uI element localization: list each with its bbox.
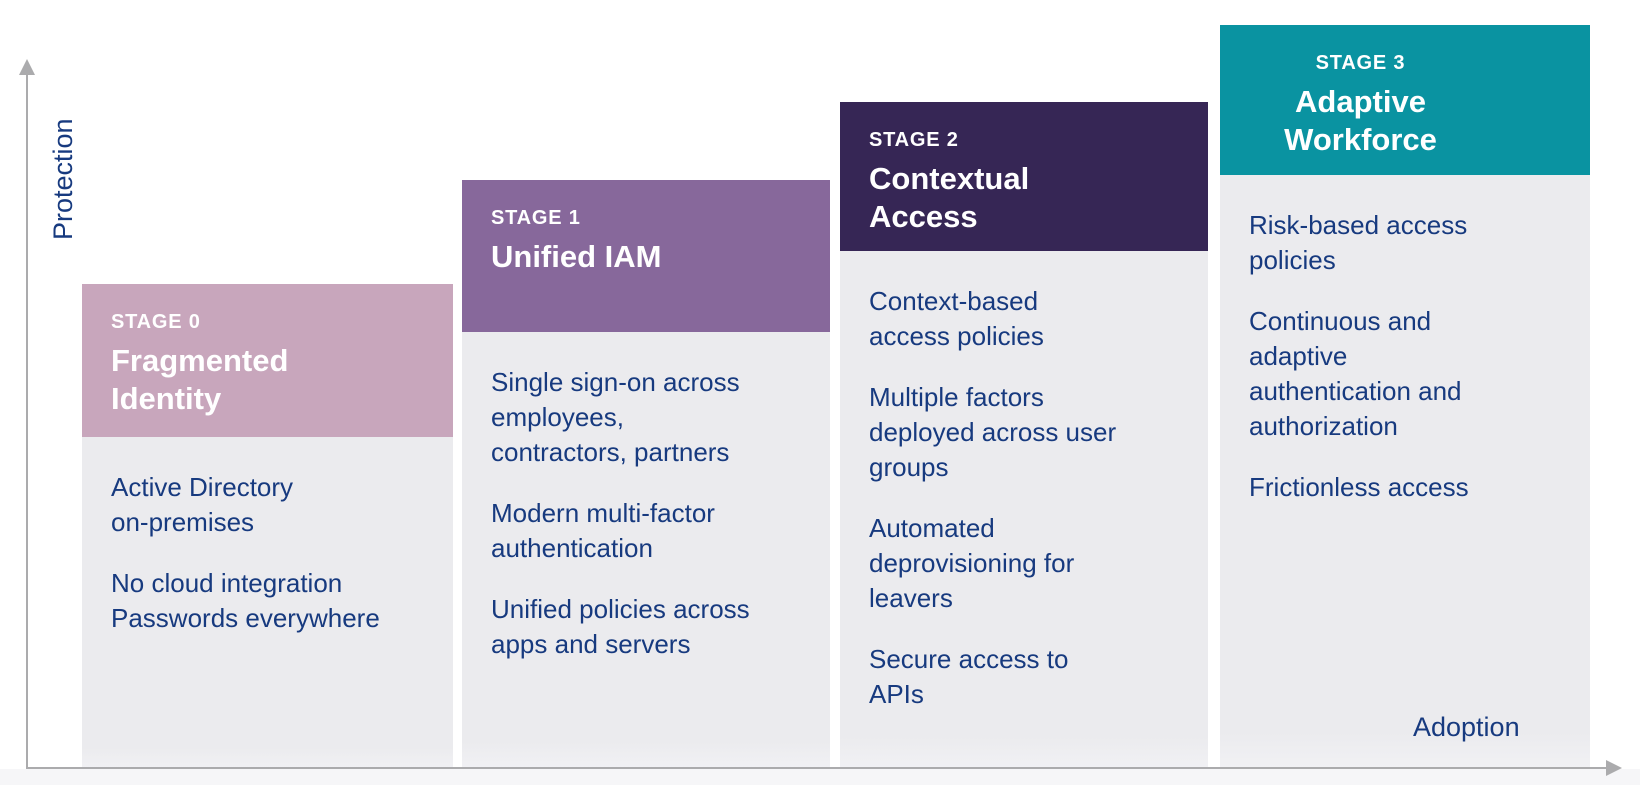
stage-item: Automated deprovisioning for leavers — [869, 513, 1075, 613]
stage-item: Context-based access policies — [869, 286, 1044, 351]
stage-label: STAGE 3 — [1315, 52, 1406, 74]
stage-1-column: STAGE 1 Unified IAM Single sign-on acros… — [462, 180, 830, 768]
stage-title: Unified IAM — [491, 239, 662, 274]
x-axis-arrow-right-icon — [1606, 760, 1622, 776]
stage-body: Active Directory on-premises No cloud int… — [82, 437, 453, 768]
below-axis-strip — [0, 769, 1640, 785]
stage-header: STAGE 0 Fragmented Identity — [82, 284, 453, 437]
stage-header: STAGE 1 Unified IAM — [462, 180, 830, 332]
stage-item: Secure access to APIs — [869, 644, 1069, 709]
x-axis-label: Adoption — [1413, 712, 1520, 742]
stage-item: Active Directory on-premises — [111, 472, 294, 537]
stage-label: STAGE 1 — [491, 207, 581, 229]
stage-header: STAGE 2 Contextual Access — [840, 102, 1208, 251]
stage-2-column: STAGE 2 Contextual Access Context-based … — [840, 102, 1208, 768]
stage-item: Single sign-on across employees, contrac… — [491, 367, 740, 467]
stage-item: Continuous and adaptive authentication a… — [1249, 306, 1462, 441]
stage-item: No cloud integration Passwords everywher… — [111, 568, 380, 633]
stage-item: Multiple factors deployed across user gr… — [869, 382, 1117, 482]
stage-title: Adaptive Workforce — [1284, 84, 1437, 157]
stage-label: STAGE 0 — [111, 311, 201, 333]
stage-item: Frictionless access — [1249, 472, 1469, 502]
stage-0-column: STAGE 0 Fragmented Identity Active Direc… — [82, 284, 453, 768]
stage-body: Single sign-on across employees, contrac… — [462, 332, 830, 768]
y-axis-line — [26, 74, 28, 768]
stage-item: Unified policies across apps and servers — [491, 594, 750, 659]
stage-title: Contextual Access — [869, 161, 1030, 234]
stage-label: STAGE 2 — [869, 129, 959, 151]
stage-item: Modern multi-factor authentication — [491, 498, 715, 563]
stage-title: Fragmented Identity — [111, 343, 289, 416]
stage-header: STAGE 3 Adaptive Workforce — [1220, 25, 1590, 175]
y-axis-label: Protection — [48, 118, 78, 240]
x-axis-line — [26, 767, 1608, 769]
y-axis-arrow-up-icon — [19, 59, 35, 75]
stage-3-column: STAGE 3 Adaptive Workforce Risk-based ac… — [1220, 25, 1590, 768]
stage-item: Risk-based access policies — [1249, 210, 1468, 275]
